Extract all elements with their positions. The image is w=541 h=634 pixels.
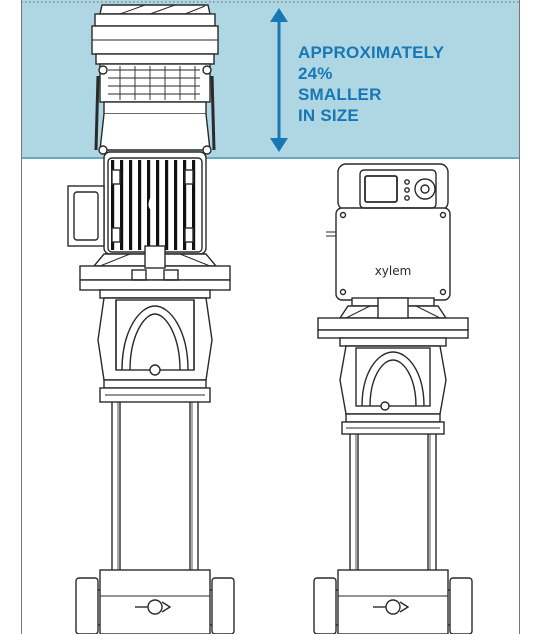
callout-line-4: IN SIZE (298, 106, 359, 125)
standard-pump-flow-arrow-icon (135, 599, 172, 615)
standard-pump-lantern (97, 297, 213, 389)
compact-pump-lantern (339, 345, 447, 423)
standard-pump-adapter (79, 245, 231, 299)
frame-left-line (21, 0, 22, 634)
callout-line-1: APPROXIMATELY (298, 43, 445, 62)
size-reduction-callout: APPROXIMATELY 24% SMALLER IN SIZE (298, 42, 508, 126)
compact-pump: xylem (313, 163, 473, 634)
standard-pump-motor (67, 151, 207, 255)
standard-pump-stack (99, 387, 211, 570)
compact-pump-adapter (317, 297, 469, 347)
standard-pump (67, 4, 235, 634)
compact-pump-flow-arrow-icon (373, 599, 410, 615)
double-arrow-vertical-icon (270, 8, 288, 152)
callout-line-3: SMALLER (298, 85, 382, 104)
compact-pump-stack (341, 421, 445, 570)
compact-pump-controller (326, 163, 451, 307)
frame-right-line (519, 0, 520, 634)
callout-line-2: 24% (298, 64, 333, 83)
xylem-logo-text: xylem (375, 264, 412, 278)
standard-pump-fan-cover (91, 4, 219, 155)
